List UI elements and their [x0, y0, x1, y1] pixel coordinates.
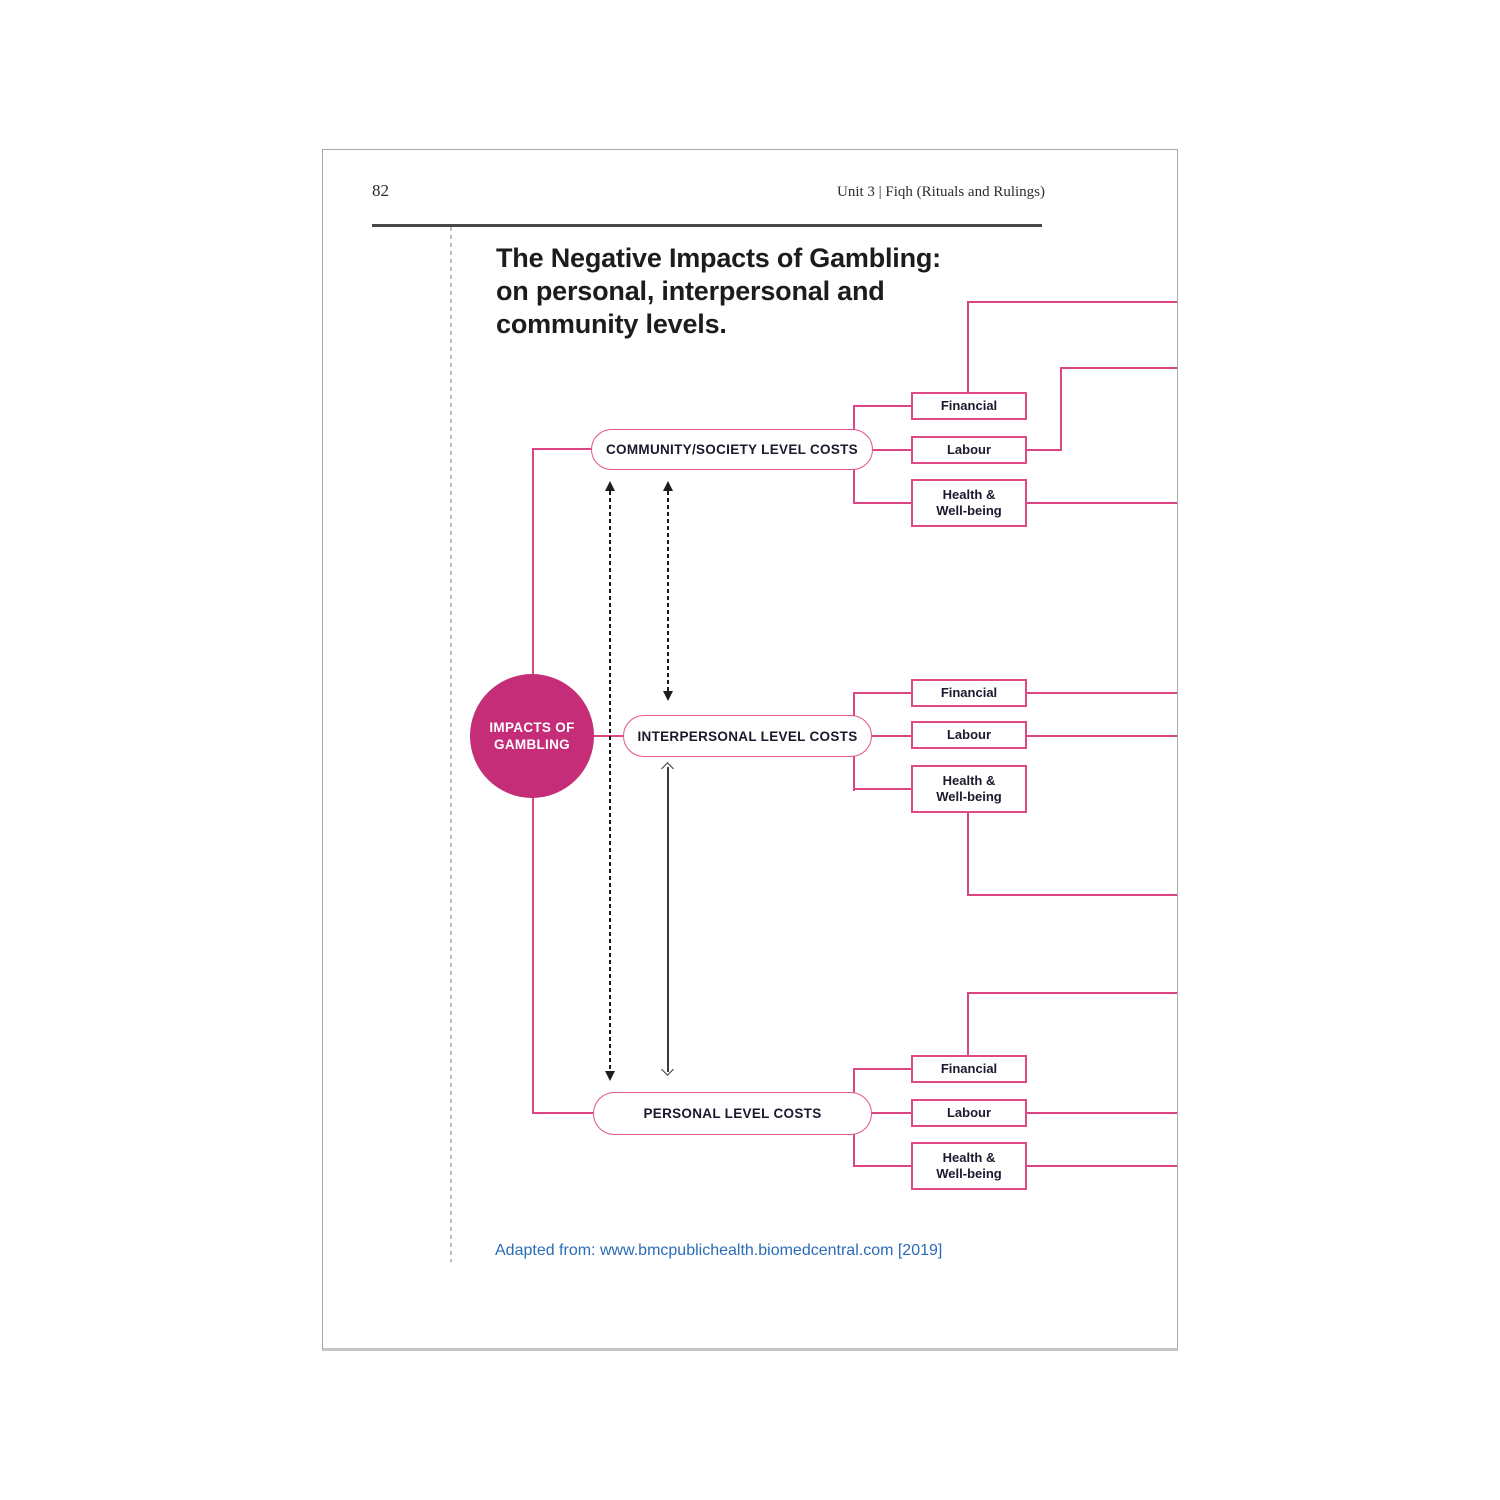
connector-interpersonal-health [853, 788, 911, 790]
line-personal-health-out [1027, 1165, 1177, 1167]
connector-community-financial [853, 405, 911, 407]
connector-community-left [533, 448, 593, 450]
box-interpersonal-health: Health & Well-being [911, 765, 1027, 813]
source-note: Adapted from: www.bmcpublichealth.biomed… [495, 1242, 943, 1259]
arrowhead-down-icon [605, 1071, 615, 1081]
connector-interpersonal-financial [853, 692, 911, 694]
page-number: 82 [372, 181, 389, 200]
connector-personal-financial [853, 1068, 911, 1070]
line-personal-labour-out [1027, 1112, 1177, 1114]
line-personal-financial-out [967, 992, 1177, 994]
solid-arrow-interpersonal-personal [667, 767, 669, 1072]
connector-interpersonal-labour [853, 735, 911, 737]
line-interpersonal-health-out [967, 894, 1177, 896]
line-interpersonal-health-down [967, 813, 969, 895]
connector-community-health [853, 502, 911, 504]
connector-personal-labour [853, 1112, 911, 1114]
header-rule [372, 224, 1042, 227]
node-interpersonal-level-costs: INTERPERSONAL LEVEL COSTS [623, 715, 872, 757]
node-community-level-costs: COMMUNITY/SOCIETY LEVEL COSTS [591, 429, 873, 470]
box-personal-labour: Labour [911, 1099, 1027, 1127]
box-community-labour: Labour [911, 436, 1027, 464]
hub-impacts-of-gambling: IMPACTS OF GAMBLING [470, 674, 594, 798]
line-interpersonal-financial-out [1027, 692, 1177, 694]
arrowhead-up-icon [605, 481, 615, 491]
node-personal-level-costs: PERSONAL LEVEL COSTS [593, 1092, 872, 1135]
box-interpersonal-labour: Labour [911, 721, 1027, 749]
arrowhead-up-icon [663, 481, 673, 491]
box-community-financial: Financial [911, 392, 1027, 420]
arrowhead-down-icon [663, 691, 673, 701]
box-personal-health: Health & Well-being [911, 1142, 1027, 1190]
line-community-labour-out [1060, 367, 1177, 369]
connector-personal-left [533, 1112, 595, 1114]
connector-personal-health [853, 1165, 911, 1167]
line-community-financial-up [967, 302, 969, 392]
connector-interpersonal-left [573, 735, 625, 737]
line-community-financial-out [967, 301, 1177, 303]
box-interpersonal-financial: Financial [911, 679, 1027, 707]
document-page: 82 Unit 3 | Fiqh (Rituals and Rulings) T… [322, 149, 1178, 1351]
dashed-arrow-community-personal [609, 491, 611, 1071]
open-arrowhead-down-icon [661, 1063, 674, 1076]
box-personal-financial: Financial [911, 1055, 1027, 1083]
line-interpersonal-labour-out [1027, 735, 1177, 737]
connector-community-labour [853, 449, 911, 451]
page-title: The Negative Impacts of Gambling: on per… [496, 243, 941, 339]
header-chapter-label: Unit 3 | Fiqh (Rituals and Rulings) [836, 184, 1045, 200]
line-community-health-out [1027, 502, 1177, 504]
box-community-health: Health & Well-being [911, 479, 1027, 527]
line-personal-financial-down [967, 992, 969, 1056]
dashed-arrow-community-interpersonal [667, 491, 669, 691]
margin-dashed-line [450, 227, 452, 1262]
line-community-labour-up [1060, 368, 1062, 451]
line-community-labour-stub [1027, 449, 1062, 451]
